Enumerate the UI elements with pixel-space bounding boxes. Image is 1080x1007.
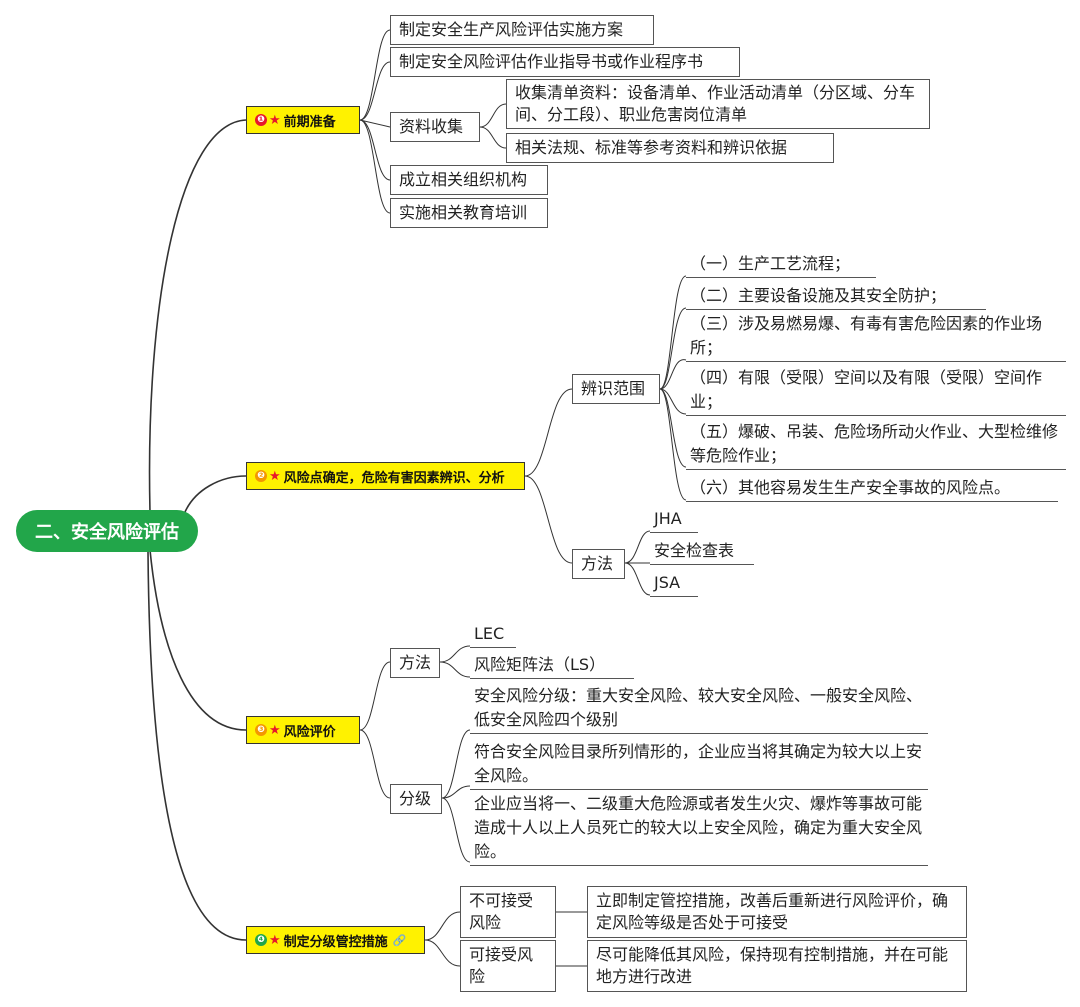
prep-item[interactable]: 实施相关教育培训: [390, 198, 548, 228]
identify-method-label[interactable]: 方法: [572, 549, 625, 579]
control-detail[interactable]: 尽可能降低其风险，保持现有控制措施，并在可能地方进行改进: [587, 940, 967, 992]
section-label: 风险点确定，危险有害因素辨识、分析: [283, 470, 505, 486]
scope-item[interactable]: （五）爆破、吊装、危险场所动火作业、大型检维修等危险作业；: [686, 420, 1066, 470]
section-control[interactable]: ❹★制定分级管控措施 🔗: [246, 926, 425, 954]
paperclip-icon[interactable]: 🔗: [392, 933, 407, 947]
scope-item[interactable]: （六）其他容易发生生产安全事故的风险点。: [686, 476, 1058, 502]
star-icon: ★: [269, 722, 281, 738]
scope-item[interactable]: （四）有限（受限）空间以及有限（受限）空间作业；: [686, 366, 1066, 416]
evaluate-method-item[interactable]: 风险矩阵法（LS）: [470, 653, 634, 679]
section-prep[interactable]: ❶★前期准备: [246, 106, 360, 134]
section-identify[interactable]: ❷★风险点确定，危险有害因素辨识、分析: [246, 462, 525, 490]
star-icon: ★: [269, 112, 281, 128]
grade-item[interactable]: 企业应当将一、二级重大危险源或者发生火灾、爆炸等事故可能造成十人以上人员死亡的较…: [470, 792, 928, 866]
prep-item-collect[interactable]: 资料收集: [390, 112, 480, 142]
prep-item[interactable]: 制定安全生产风险评估实施方案: [390, 15, 654, 45]
number-badge: ❸: [255, 724, 267, 736]
number-badge: ❶: [255, 114, 267, 126]
grade-item[interactable]: 安全风险分级：重大安全风险、较大安全风险、一般安全风险、低安全风险四个级别: [470, 684, 928, 734]
number-badge: ❷: [255, 470, 267, 482]
control-label[interactable]: 可接受风险: [460, 940, 556, 992]
scope-label[interactable]: 辨识范围: [572, 374, 660, 404]
evaluate-method-item[interactable]: LEC: [470, 622, 516, 648]
number-badge: ❹: [255, 934, 267, 946]
prep-item[interactable]: 制定安全风险评估作业指导书或作业程序书: [390, 47, 740, 77]
collect-item[interactable]: 相关法规、标准等参考资料和辨识依据: [506, 133, 834, 163]
evaluate-method-label[interactable]: 方法: [390, 648, 440, 678]
star-icon: ★: [269, 468, 281, 484]
prep-item[interactable]: 成立相关组织机构: [390, 165, 548, 195]
scope-item[interactable]: （三）涉及易燃易爆、有毒有害危险因素的作业场所；: [686, 312, 1066, 362]
grade-label[interactable]: 分级: [390, 784, 442, 814]
method-item[interactable]: JHA: [650, 507, 698, 533]
section-label: 风险评价: [283, 724, 336, 740]
method-item[interactable]: 安全检查表: [650, 539, 754, 565]
collect-item[interactable]: 收集清单资料：设备清单、作业活动清单（分区域、分车间、分工段）、职业危害岗位清单: [506, 79, 930, 129]
control-detail[interactable]: 立即制定管控措施，改善后重新进行风险评价，确定风险等级是否处于可接受: [587, 886, 967, 938]
control-label[interactable]: 不可接受风险: [460, 886, 556, 938]
star-icon: ★: [269, 932, 281, 948]
section-label: 前期准备: [283, 114, 336, 130]
root-topic[interactable]: 二、安全风险评估: [16, 510, 198, 552]
section-label: 制定分级管控措施: [283, 934, 388, 950]
grade-item[interactable]: 符合安全风险目录所列情形的，企业应当将其确定为较大以上安全风险。: [470, 740, 928, 790]
method-item[interactable]: JSA: [650, 571, 698, 597]
scope-item[interactable]: （二）主要设备设施及其安全防护；: [686, 284, 986, 310]
section-evaluate[interactable]: ❸★风险评价: [246, 716, 360, 744]
scope-item[interactable]: （一）生产工艺流程；: [686, 252, 876, 278]
